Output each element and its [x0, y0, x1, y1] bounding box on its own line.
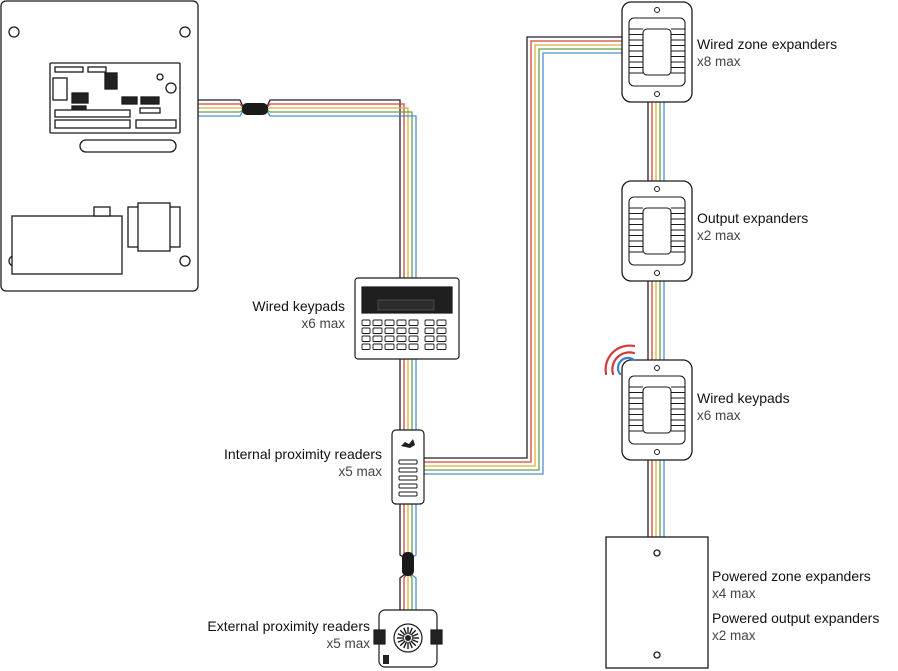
reader-slot	[398, 491, 418, 497]
sensor-ray	[397, 638, 405, 643]
powered-expander-box	[605, 536, 709, 669]
label-powered-output-expanders: Powered output expanders x2 max	[712, 610, 880, 643]
wired-keypad-left	[354, 277, 460, 360]
module-screw-hole	[654, 449, 660, 455]
keypad-key	[361, 319, 371, 326]
keypad-key	[436, 343, 447, 350]
module-screw-hole	[654, 270, 660, 276]
label-wired-keypads-left: Wired keypads x6 max	[252, 298, 345, 331]
label-powered-zone-expanders: Powered zone expanders x4 max	[712, 568, 871, 601]
module-center-plate	[642, 28, 672, 76]
sensor-ray	[410, 629, 417, 636]
sensor-ray	[411, 633, 419, 638]
module-screw-hole	[654, 7, 660, 13]
wired-zone-expander-module	[621, 1, 693, 103]
keypad-key	[396, 335, 407, 342]
keypad-key	[408, 319, 419, 326]
keypad-key	[372, 343, 383, 350]
module-screw-hole	[654, 186, 660, 192]
control-panel	[0, 0, 199, 292]
keypad-key	[396, 327, 407, 334]
label-internal-proximity-readers: Internal proximity readers x5 max	[224, 446, 382, 479]
right-bus-wire-0	[424, 36, 622, 459]
sensor-ray	[411, 638, 419, 643]
keypad-key	[396, 319, 407, 326]
label-wired-zone-expanders: Wired zone expanders x8 max	[697, 36, 838, 69]
keypad-key	[436, 335, 447, 342]
cable-connector-bottom	[402, 552, 414, 576]
keypad-keys	[361, 319, 447, 350]
left-bus-wire-3	[198, 108, 413, 612]
keypad-key	[372, 335, 383, 342]
bus-wires	[198, 36, 665, 612]
sensor-ray	[399, 629, 406, 636]
keypad-key	[396, 343, 407, 350]
reader-slot	[398, 483, 418, 489]
wireless-icon	[604, 344, 636, 376]
internal-proximity-reader	[391, 429, 425, 505]
label-output-expanders: Output expanders x2 max	[697, 210, 809, 243]
module-center-plate	[642, 386, 672, 434]
sensor-ray	[410, 640, 417, 647]
keypad-key	[361, 327, 371, 334]
sensor-ray	[403, 627, 408, 635]
keypad-key	[372, 319, 383, 326]
output-expander-module	[621, 180, 693, 282]
wired-keypad-expander-module	[621, 359, 693, 461]
keypad-key	[384, 319, 395, 326]
label-wired-keypads-right: Wired keypads x6 max	[697, 390, 790, 423]
left-bus-wire-4	[198, 108, 417, 612]
right-bus-wire-2	[424, 44, 622, 467]
external-proximity-reader	[373, 609, 443, 668]
sensor-ray	[397, 633, 405, 638]
reader-slot	[398, 459, 418, 465]
keypad-key	[424, 343, 435, 350]
keypad-key	[436, 319, 447, 326]
keypad-key	[424, 335, 435, 342]
reader-slot	[398, 475, 418, 481]
label-external-proximity-readers: External proximity readers x5 max	[207, 618, 370, 651]
module-screw-hole	[654, 91, 660, 97]
keypad-key	[424, 327, 435, 334]
keypad-key	[361, 343, 371, 350]
module-screw-hole	[654, 365, 660, 371]
right-bus-wire-3	[424, 48, 622, 471]
reader-sensor-rays	[397, 627, 419, 649]
cable-connector-left	[242, 103, 268, 115]
sensor-ray	[408, 641, 413, 649]
reader-slots	[398, 459, 418, 497]
sensor-ray	[403, 641, 408, 649]
keypad-key	[408, 343, 419, 350]
keypad-key	[372, 327, 383, 334]
keypad-key	[361, 335, 371, 342]
keypad-key	[408, 327, 419, 334]
keypad-key	[436, 327, 447, 334]
battery	[11, 215, 123, 275]
sensor-ray	[399, 640, 406, 647]
keypad-key	[384, 335, 395, 342]
keypad-key	[384, 343, 395, 350]
sensor-ray	[408, 627, 413, 635]
left-bus-wire-2	[198, 107, 409, 612]
right-bus-wire-4	[424, 52, 622, 475]
keypad-key	[384, 327, 395, 334]
keypad-key	[408, 335, 419, 342]
keypad-key	[424, 319, 435, 326]
module-center-plate	[642, 207, 672, 255]
reader-slot	[398, 467, 418, 473]
right-bus-wire-1	[424, 40, 622, 463]
